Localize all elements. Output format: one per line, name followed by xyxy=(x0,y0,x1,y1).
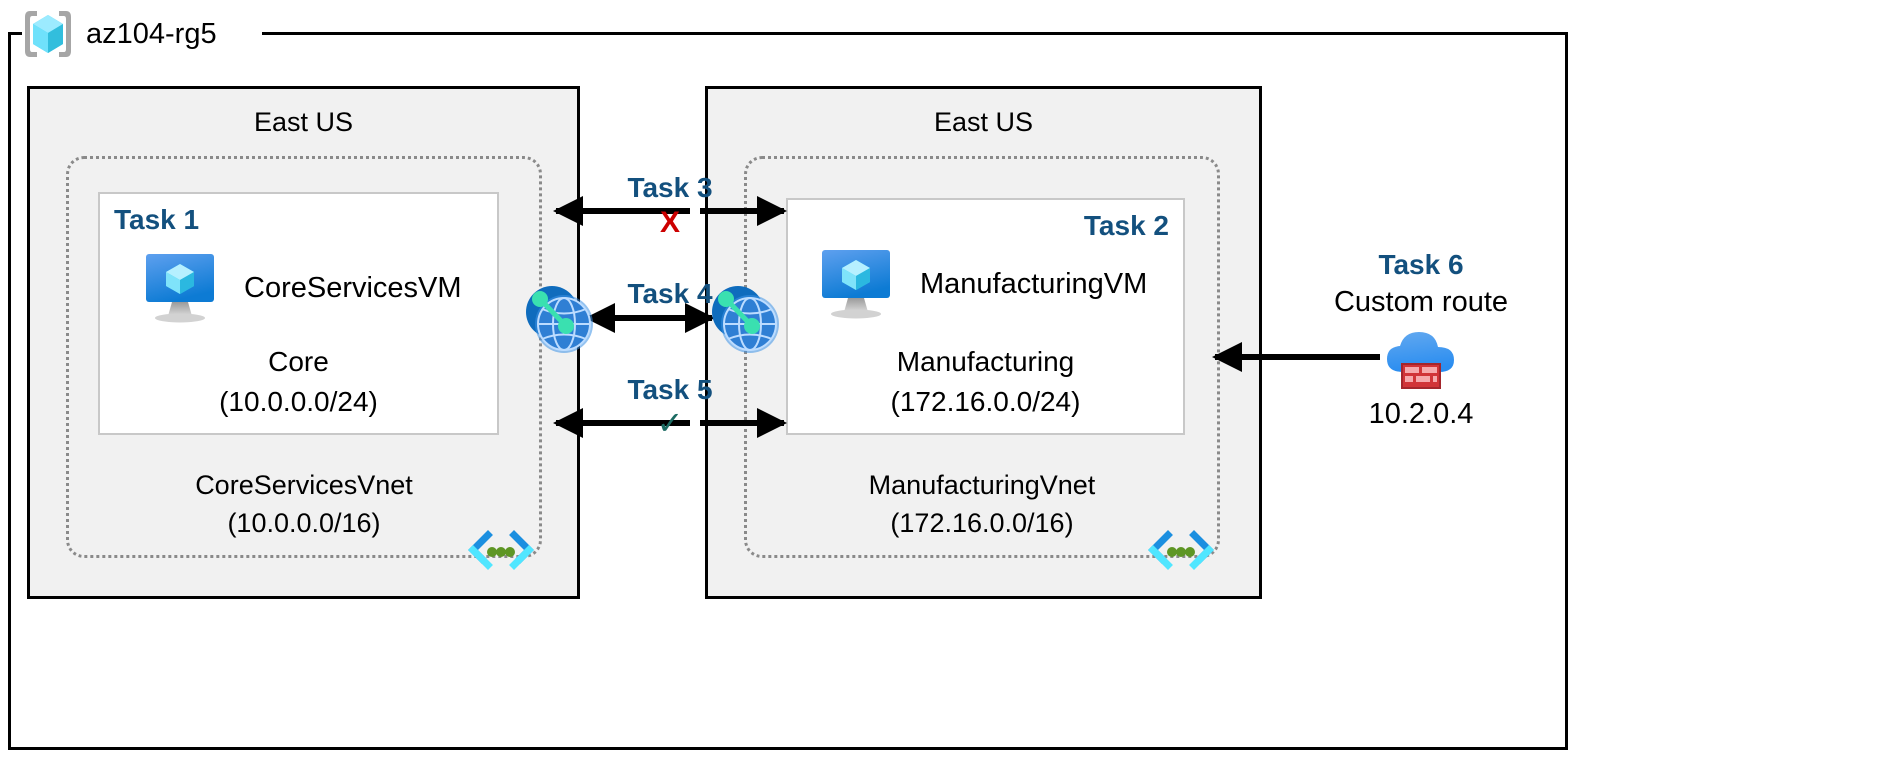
task6-description: Custom route xyxy=(1333,286,1509,318)
subnet-range-core: (10.0.0.0/24) xyxy=(219,385,378,417)
vm-manufacturing: ManufacturingVM xyxy=(812,248,1147,320)
resource-group-name: az104-rg5 xyxy=(86,17,217,50)
firewall-cloud-icon xyxy=(1381,328,1461,394)
vnet-caption-manufacturing: ManufacturingVnet (172.16.0.0/16) xyxy=(744,466,1220,543)
resource-group-boundary xyxy=(8,32,1568,750)
vnet-range-manufacturing: (172.16.0.0/16) xyxy=(890,508,1074,539)
vnet-box-core xyxy=(66,156,542,558)
subnet-name-core: Core xyxy=(268,346,329,377)
vnet-peering-globe-icon-right xyxy=(704,278,786,360)
virtual-machine-icon xyxy=(812,248,900,320)
vm-core-services: CoreServicesVM xyxy=(136,252,462,324)
subnet-caption-manufacturing: Manufacturing (172.16.0.0/24) xyxy=(788,342,1183,422)
resource-group-cube-icon xyxy=(20,7,76,61)
virtual-machine-icon xyxy=(136,252,224,324)
connection-mark-task5: ✓ xyxy=(656,405,684,441)
connection-mark-task3: X xyxy=(659,206,680,239)
subnet-range-manufacturing: (172.16.0.0/24) xyxy=(890,385,1081,417)
task-tag-1: Task 1 xyxy=(114,204,200,235)
vm-name-manufacturing: ManufacturingVM xyxy=(920,267,1148,300)
task6-label: Task 6 xyxy=(1378,249,1464,280)
connection-label-task3: Task 3 xyxy=(627,172,713,203)
subnet-box-manufacturing: Task 2 xyxy=(786,198,1185,435)
vnet-name-manufacturing: ManufacturingVnet xyxy=(868,470,1096,500)
vnet-brackets-icon-core xyxy=(466,527,536,579)
connection-label-task5: Task 5 xyxy=(627,374,713,405)
vnet-brackets-icon-manufacturing xyxy=(1146,527,1216,579)
region-label-left: East US xyxy=(253,107,354,137)
task-tag-2: Task 2 xyxy=(1083,210,1169,241)
resource-group-label: az104-rg5 xyxy=(20,6,217,62)
region-label-right: East US xyxy=(933,107,1034,137)
vnet-caption-core: CoreServicesVnet (10.0.0.0/16) xyxy=(66,466,542,543)
vnet-peering-globe-icon-left xyxy=(518,278,600,360)
subnet-name-manufacturing: Manufacturing xyxy=(896,346,1075,377)
subnet-box-core: Task 1 xyxy=(98,192,499,435)
connection-label-task4: Task 4 xyxy=(627,278,713,309)
vnet-range-core: (10.0.0.0/16) xyxy=(227,508,381,539)
task6-ip-address: 10.2.0.4 xyxy=(1368,398,1474,430)
subnet-caption-core: Core (10.0.0.0/24) xyxy=(100,342,497,422)
vm-name-core: CoreServicesVM xyxy=(244,271,462,304)
vnet-name-core: CoreServicesVnet xyxy=(195,470,413,500)
